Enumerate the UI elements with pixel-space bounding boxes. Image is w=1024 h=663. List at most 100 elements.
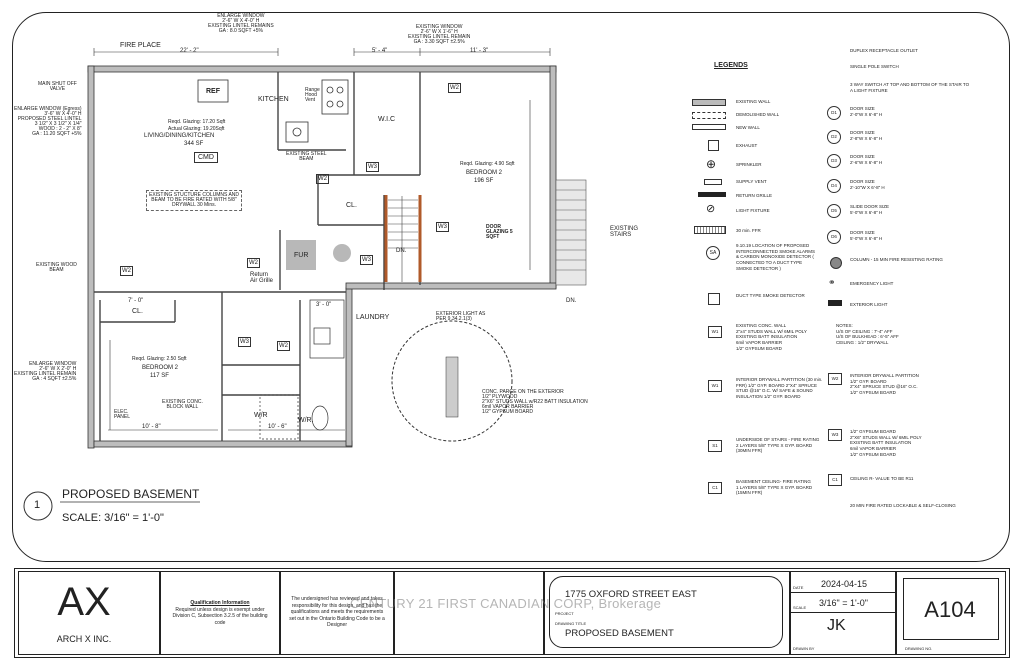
window-tag-w2: W2	[316, 174, 329, 184]
legend-light-fixture: LIGHT FIXTURE	[736, 208, 770, 213]
legend-column: COLUMN - 15 MIN FIRE RESISTING RATING	[850, 257, 943, 262]
existing-window-note: EXISTING WINDOW 2'-6" W X 1'-6" H EXISTI…	[408, 24, 471, 45]
title-block	[14, 568, 1010, 658]
qualification-box: Qualification Information Required unles…	[160, 571, 280, 655]
main-shutoff-note: MAIN SHUT OFF VALVE	[38, 81, 77, 92]
designer-box: The undersigned has reviewed and takes r…	[280, 571, 394, 655]
window-tag-w2: W2	[120, 266, 133, 276]
drawn-by-value: JK	[827, 617, 846, 634]
sheet-frame	[12, 12, 1010, 562]
window-tag-w2: W2	[277, 341, 290, 351]
sheet-number-box: A104 DRAWING NO.	[896, 571, 1006, 655]
wood-beam-note: EXISTING WOOD BEAM	[36, 262, 77, 273]
legend-existing-wall: EXISTING WALL	[736, 99, 771, 104]
window-tag-w3: W3	[436, 222, 449, 232]
drawing-number: 1	[34, 499, 41, 511]
legend-partition-w3: 1/2" GYPSUM BOARD 2"X6" STUDS WALL W/ 6M…	[850, 429, 922, 457]
stair-down-label: DN.	[396, 248, 407, 254]
legend-partition-w2: INTERIOR DRYWALL PARTITION 1/2" GYP. BOA…	[850, 373, 919, 395]
existing-stairs-label: EXISTING STAIRS	[610, 226, 639, 238]
designer-text: The undersigned has reviewed and takes r…	[289, 596, 385, 628]
dim-label: 11' - 3"	[470, 48, 489, 54]
dim-label: 10' - 8"	[142, 424, 161, 430]
legend-sprinkler: SPRINKLER	[736, 162, 762, 167]
dim-label: 5' - 4"	[372, 48, 388, 54]
existing-wall-swatch	[692, 99, 726, 106]
legend-smoke-alarm: 9.10.19 LOCATION OF PROPOSED INTERCONNEC…	[736, 243, 816, 271]
supply-vent-icon	[704, 179, 722, 185]
window-tag-w3: W3	[238, 337, 251, 347]
furnace-label: FUR	[294, 252, 309, 259]
legend-wall-w1: EXISTING CONC. WALL 2"x4" STUDS WALL W/ …	[736, 323, 807, 351]
exhaust-icon	[708, 140, 719, 151]
scale-label: SCALE	[793, 605, 807, 610]
legend-single-switch: SINGLE POLE SWITCH	[850, 64, 899, 69]
project-inner	[549, 576, 783, 648]
ffr-swatch	[694, 226, 726, 234]
wall-detail-circle	[391, 320, 513, 442]
window-tag-w3: W3	[366, 162, 379, 172]
door-tag-icon: D6	[827, 230, 841, 244]
closet-label: CL.	[132, 308, 143, 315]
meta-divider	[791, 592, 895, 593]
project-label: PROJECT	[555, 611, 574, 616]
wall-tag: W2	[828, 373, 842, 385]
meta-divider	[791, 612, 895, 613]
column-icon	[830, 257, 842, 269]
legend-door-d3: DOOR SIZE 2'-6"W X 6'-8" H	[850, 154, 883, 165]
legend-door-d2: DOOR SIZE 2'-8"W X 6'-8" H	[850, 130, 883, 141]
legend-new-wall: NEW WALL	[736, 125, 760, 130]
sheet-number-inner	[903, 578, 999, 640]
drawn-by-label: DRAWN BY	[793, 646, 815, 651]
wall-tag: C1	[708, 482, 722, 494]
door-tag-icon: D5	[827, 204, 841, 218]
fireplace-label: FIRE PLACE	[120, 42, 161, 49]
door-tag-icon: D3	[827, 154, 841, 168]
elec-panel-note: ELEC. PANEL	[114, 409, 131, 420]
exterior-light-icon	[828, 300, 842, 306]
legend-30min-ffr: 30 min. FFR	[736, 228, 761, 233]
project-address: 1775 OXFORD STREET EAST	[565, 589, 697, 600]
legend-demolished-wall: DEMOLISHED WALL	[736, 112, 780, 117]
enlarge-window-note: ENLARGE WINDOW 2'-6" W X 4'-0" H EXISTIN…	[208, 13, 274, 34]
emergency-light-icon: ⚭	[828, 277, 836, 287]
watermark: CENTURY 21 FIRST CANADIAN CORP, Brokerag…	[350, 596, 662, 611]
legend-duct-detector: DUCT TYPE SMOKE DETECTOR	[736, 293, 805, 298]
exterior-stair-down: DN.	[566, 298, 577, 304]
return-grille-icon	[698, 192, 726, 197]
structure-note: EXISTING STUCTURE COLUMNS AND BEAM TO BE…	[146, 190, 243, 211]
range-hood-note: Range Hood Vent	[305, 87, 320, 103]
bed2-area: 117 SF	[150, 373, 169, 379]
legend-duplex: DUPLEX RECEPTACLE OUTLET	[850, 48, 918, 53]
legend-3way-switch: 3 WAY SWITCH AT TOP AND BOTTOM OF THE ST…	[850, 82, 970, 93]
demolished-wall-swatch	[692, 112, 726, 119]
bed2-glazing: Reqd. Glazing: 2.50 Sqft	[132, 356, 187, 362]
qualification-title: Qualification Information	[190, 600, 250, 606]
steel-beam-note: EXISTING STEEL BEAM	[286, 151, 327, 162]
date-label: DATE	[793, 585, 804, 590]
scale-value: 3/16" = 1'-0"	[819, 598, 868, 608]
drawing-number-circle	[23, 491, 53, 521]
smoke-alarm-icon: SA	[706, 246, 720, 260]
duct-detector-icon	[708, 293, 720, 305]
door-tag-icon: D2	[827, 130, 841, 144]
closet-label: CL.	[346, 202, 357, 209]
legend-fire-door: 20 MIN FIRE RATED LOCKABLE & SELF-CLOSIN…	[850, 503, 956, 508]
window-tag-w2: W2	[448, 83, 461, 93]
legend-notes: NOTES: U/S OF CEILING : 7'-4" AFF U/S OF…	[836, 323, 899, 345]
date-value: 2024-04-15	[821, 579, 868, 589]
legend-emergency-light: EMERGENCY LIGHT	[850, 281, 894, 286]
wall-tag: S1	[708, 440, 722, 452]
legend-door-d4: DOOR SIZE 2'-10"W X 6'-8" H	[850, 179, 885, 190]
bed1-glazing: Reqd. Glazing: 4.90 Sqft	[460, 161, 515, 167]
legend-supply-vent: SUPPLY VENT	[736, 179, 767, 184]
wall-tag: W3	[828, 429, 842, 441]
wic-label: W.I.C	[378, 116, 396, 123]
laundry-label: LAUNDRY	[356, 314, 390, 321]
signature-box	[394, 571, 544, 655]
sprinkler-icon: ⊕	[706, 157, 717, 171]
legend-return-grille: RETURN GRILLE	[736, 193, 773, 198]
door-tag-icon: D4	[827, 179, 841, 193]
dim-label: 7' - 0"	[128, 298, 144, 304]
